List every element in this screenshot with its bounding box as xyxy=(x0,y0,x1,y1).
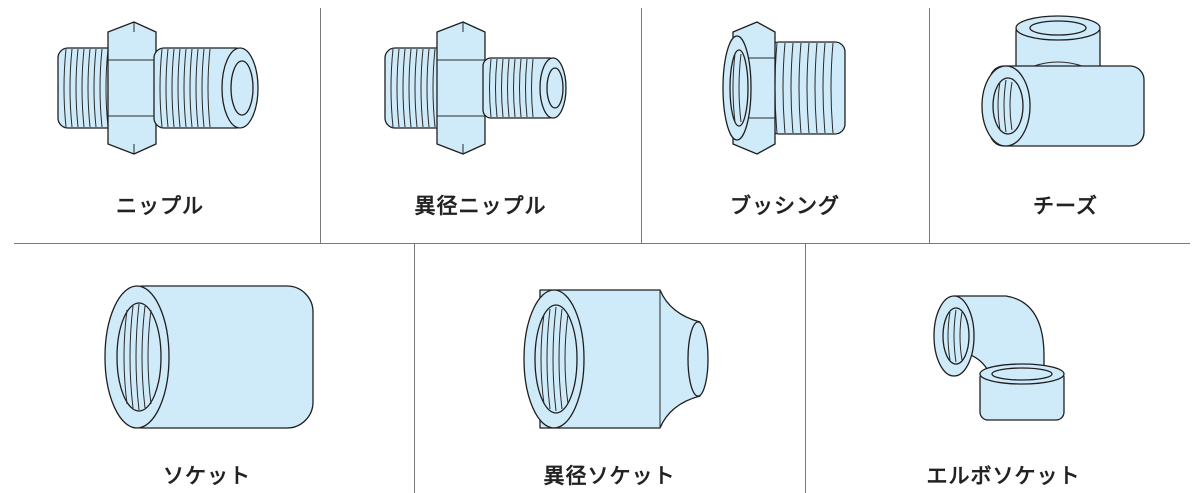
elbow-socket-icon xyxy=(932,295,1065,421)
nipple-icon xyxy=(57,21,259,155)
horizontal-divider xyxy=(14,243,1190,244)
fitting-label-tee: チーズ xyxy=(1033,194,1098,218)
fitting-cell-nipple: ニップル xyxy=(0,0,320,243)
fitting-label-reducing-nipple: 異径ニップル xyxy=(414,194,547,218)
fitting-label-reducing-socket: 異径ソケット xyxy=(543,464,676,488)
bottom-row: ソケット 異径ソケット xyxy=(0,244,1202,493)
divider-5 xyxy=(805,244,806,493)
divider-4 xyxy=(414,244,415,493)
divider-1 xyxy=(320,8,321,243)
bushing-icon xyxy=(722,21,846,155)
fitting-label-socket: ソケット xyxy=(163,464,251,488)
fitting-cell-reducing-socket: 異径ソケット xyxy=(414,244,805,493)
fitting-label-nipple: ニップル xyxy=(116,194,204,218)
divider-3 xyxy=(929,8,930,243)
fitting-cell-reducing-nipple: 異径ニップル xyxy=(320,0,641,243)
divider-2 xyxy=(641,8,642,243)
fitting-label-bushing: ブッシング xyxy=(730,194,840,218)
reducing-socket-icon xyxy=(522,289,709,429)
fitting-cell-elbow-socket: エルボソケット xyxy=(805,244,1202,493)
fitting-cell-socket: ソケット xyxy=(0,244,414,493)
socket-icon xyxy=(104,285,314,429)
fitting-label-elbow-socket: エルボソケット xyxy=(926,464,1081,488)
top-row: ニップル xyxy=(0,0,1202,243)
fitting-cell-tee: チーズ xyxy=(929,0,1202,243)
fitting-cell-bushing: ブッシング xyxy=(641,0,929,243)
reducing-nipple-icon xyxy=(383,21,567,155)
tee-icon xyxy=(980,15,1145,147)
